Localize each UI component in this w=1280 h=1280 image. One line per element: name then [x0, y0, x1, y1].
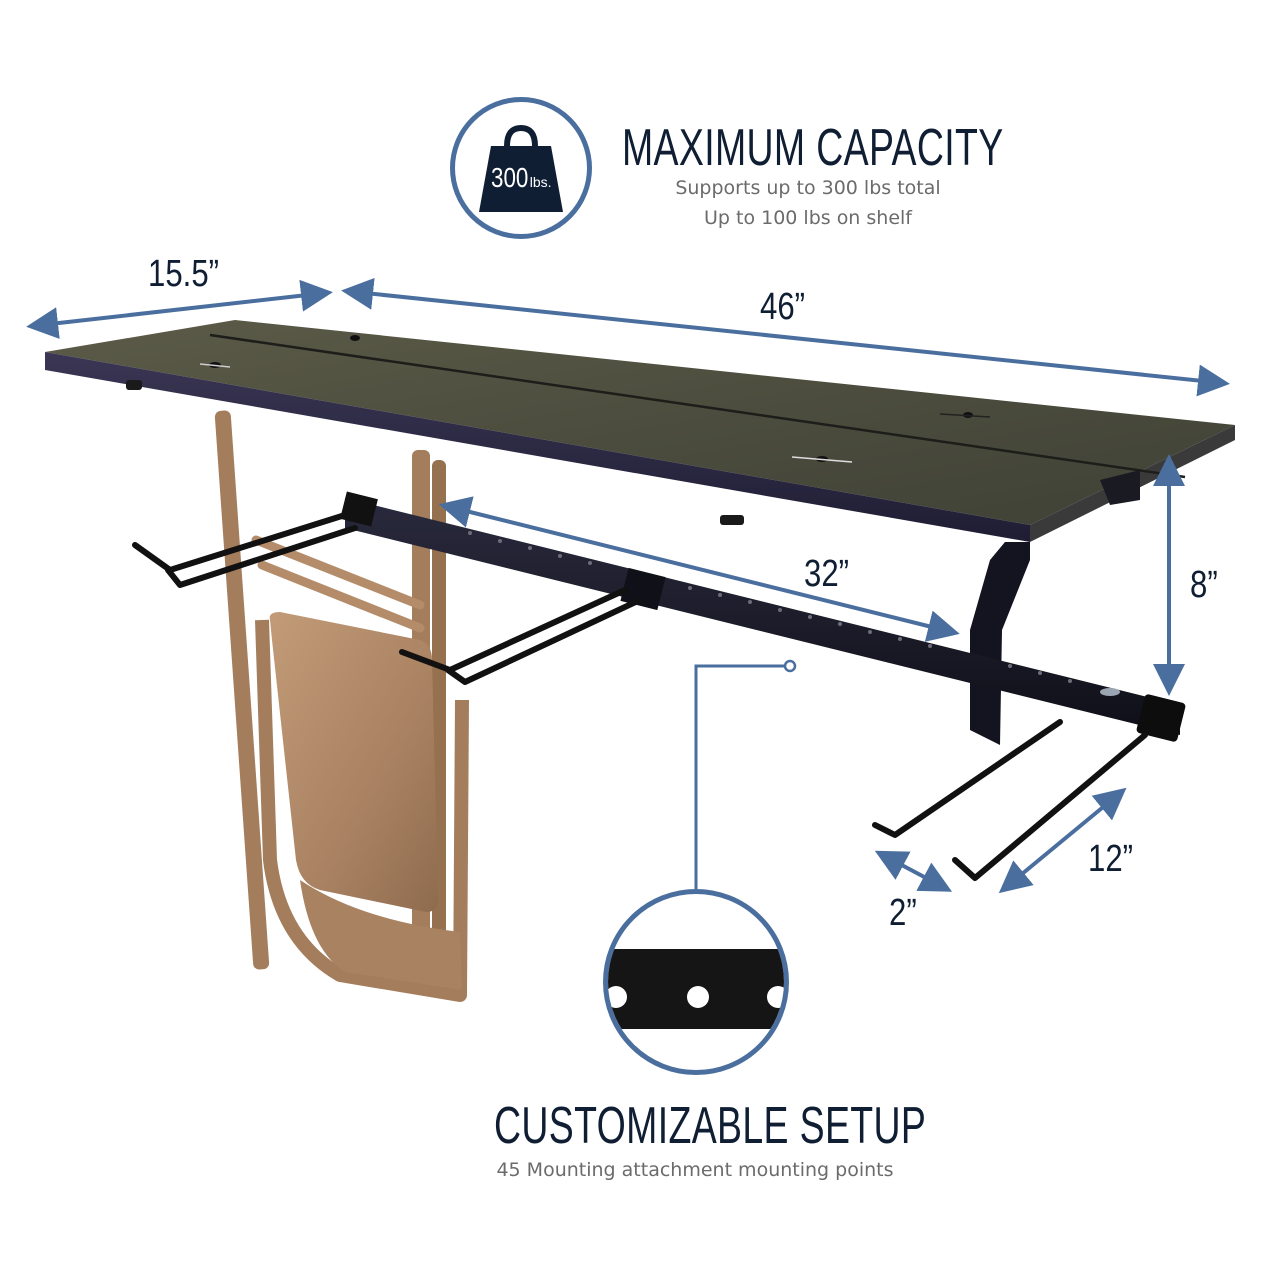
dimension-depth: 15.5” — [148, 253, 220, 295]
weight-icon — [479, 124, 563, 212]
badge-number: 300 — [491, 162, 529, 193]
rail-closeup — [603, 889, 789, 1075]
badge-unit: lbs. — [529, 174, 552, 190]
capacity-line-1: Supports up to 300 lbs total — [675, 177, 941, 199]
dimension-hook-spacing: 2” — [889, 892, 917, 934]
folding-chair — [214, 410, 469, 1002]
dimension-rail-length: 32” — [804, 553, 850, 595]
dimension-width: 46” — [760, 286, 806, 328]
capacity-badge: 300lbs. — [450, 97, 592, 239]
perforated-rail-closeup-icon — [608, 949, 784, 1029]
customizable-caption: 45 Mounting attachment mounting points — [496, 1159, 894, 1181]
dimension-hook-length: 12” — [1088, 838, 1134, 880]
dimension-arrows — [26, 277, 1230, 894]
capacity-line-2: Up to 100 lbs on shelf — [703, 207, 912, 229]
customizable-title: CUSTOMIZABLE SETUP — [494, 1097, 927, 1155]
dimension-height: 8” — [1190, 564, 1218, 606]
capacity-title: MAXIMUM CAPACITY — [622, 119, 1004, 177]
